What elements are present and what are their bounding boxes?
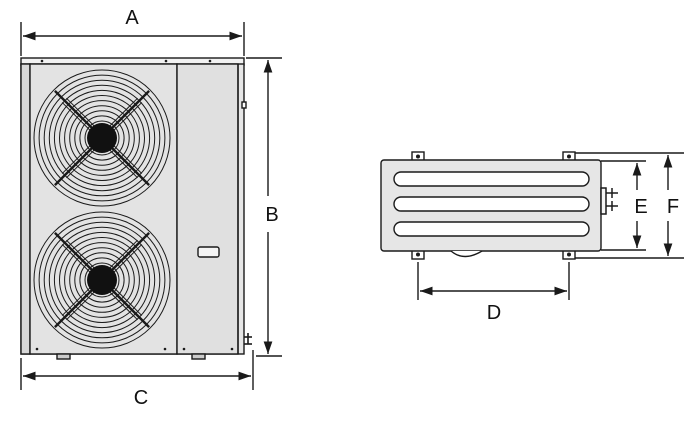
dimension-label-b: B: [265, 204, 278, 226]
pipe-connector-front: [244, 333, 252, 345]
dimension-lines-front: [20, 22, 282, 390]
fan-grille-top: [33, 69, 171, 207]
dimension-label-d: D: [487, 302, 501, 324]
grille-slot-3: [393, 221, 590, 237]
dimension-label-c: C: [134, 387, 148, 409]
screws: [35, 59, 234, 351]
grille-slot-2: [393, 196, 590, 212]
dimension-label-f: F: [667, 196, 679, 218]
front-view: [20, 57, 252, 360]
fan-grille-bottom: [33, 211, 171, 349]
left-edge-strip: [20, 63, 31, 355]
dimension-label-e: E: [634, 196, 647, 218]
dimension-label-a: A: [125, 7, 139, 29]
side-panel: [176, 63, 239, 355]
pipe-connector-top: [600, 187, 618, 215]
foot-right: [191, 353, 206, 360]
foot-left: [56, 353, 71, 360]
top-view: [380, 151, 618, 260]
side-handle: [197, 246, 220, 258]
side-tab: [241, 101, 247, 109]
grille-slot-1: [393, 171, 590, 187]
fan-panel: [29, 63, 178, 355]
drain-lip: [450, 250, 483, 258]
dimension-lines-top: [417, 152, 684, 300]
